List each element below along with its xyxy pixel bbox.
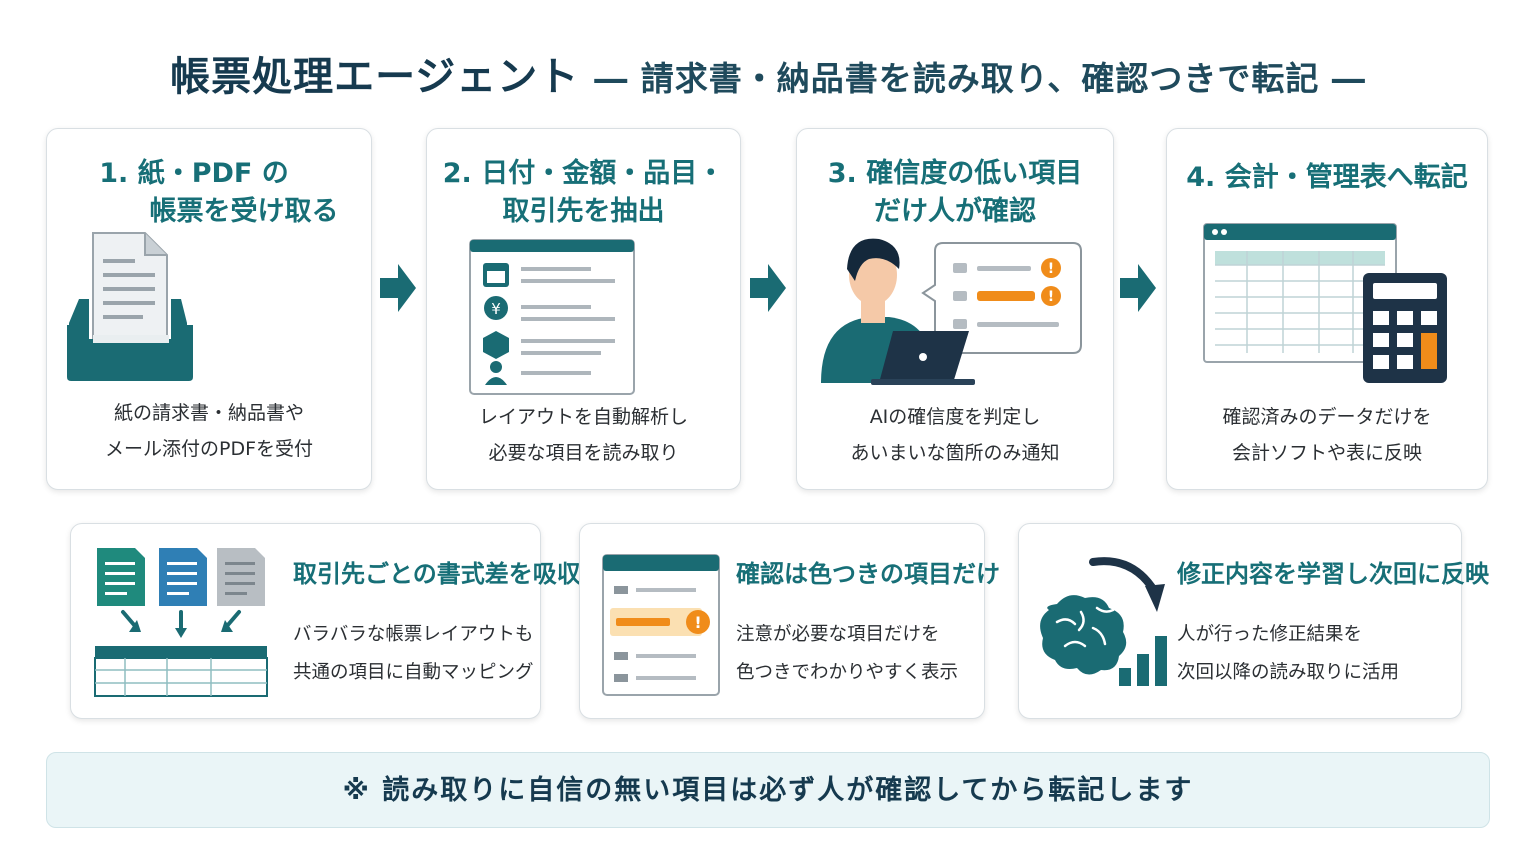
step-4-title-line1: 4. 会計・管理表へ転記 <box>1186 162 1468 193</box>
feature-3-title: 修正内容を学習し次回に反映 <box>1177 560 1489 588</box>
svg-text:¥: ¥ <box>491 300 501 318</box>
highlighted-field-icon: ! <box>602 554 720 696</box>
step-1-title-line2: 帳票を受け取る <box>149 196 339 227</box>
step-1-desc-line2: メール添付のPDFを受付 <box>104 438 314 460</box>
step-2-title-line1: 2. 日付・金額・品目・ <box>442 158 725 189</box>
feature-1-title: 取引先ごとの書式差を吸収 <box>293 560 581 588</box>
feature-2-desc-line2: 色つきでわかりやすく表示 <box>736 662 959 683</box>
step-2-desc-line1: レイアウトを自動解析し <box>478 406 688 428</box>
step-card-3: 3. 確信度の低い項目 だけ人が確認 ! ! AIの確信度を判定し あいまいな箇… <box>796 128 1114 490</box>
step-1-desc-line1: 紙の請求書・納品書や <box>113 402 304 424</box>
brain-learning-icon <box>1040 557 1167 686</box>
layout-mapping-icon <box>94 548 268 697</box>
feature-card-2: ! 確認は色つきの項目だけ 注意が必要な項目だけを 色つきでわかりやすく表示 <box>579 523 1000 719</box>
svg-text:!: ! <box>1048 289 1054 305</box>
feature-1-desc-line1: バラバラな帳票レイアウトも <box>293 624 534 645</box>
step-2-desc-line2: 必要な項目を読み取り <box>488 442 679 464</box>
step-3-desc-line2: あいまいな箇所のみ通知 <box>850 442 1060 464</box>
feature-1-desc-line2: 共通の項目に自動マッピング <box>293 662 534 683</box>
feature-3-desc-line2: 次回以降の読み取りに活用 <box>1177 662 1400 683</box>
document-tray-icon <box>67 232 193 381</box>
feature-card-3: 修正内容を学習し次回に反映 人が行った修正結果を 次回以降の読み取りに活用 <box>1018 523 1489 719</box>
spreadsheet-calculator-icon <box>1203 223 1447 383</box>
arrow-right-icon <box>380 264 416 312</box>
footer-note: ※ 読み取りに自信の無い項目は必ず人が確認してから転記します <box>46 752 1490 828</box>
person-review-icon: ! ! <box>821 238 1082 385</box>
step-2-title-line2: 取引先を抽出 <box>502 196 665 227</box>
extraction-form-icon: ¥ <box>469 239 635 395</box>
title-main: 帳票処理エージェント <box>170 54 580 100</box>
arrow-right-icon <box>750 264 786 312</box>
step-card-4: 4. 会計・管理表へ転記 確認済みのデータだけを 会計ソフトや表に反映 <box>1166 128 1488 490</box>
step-card-1: 1. 紙・PDF の 帳票を受け取る 紙の請求書・納品書や メール添付のPDFを… <box>46 128 372 490</box>
arrow-right-icon <box>1120 264 1156 312</box>
svg-text:!: ! <box>1048 261 1054 277</box>
step-4-desc-line1: 確認済みのデータだけを <box>1222 406 1432 428</box>
feature-3-desc-line1: 人が行った修正結果を <box>1177 624 1363 645</box>
step-3-title-line2: だけ人が確認 <box>874 196 1036 227</box>
feature-card-1: 取引先ごとの書式差を吸収 バラバラな帳票レイアウトも 共通の項目に自動マッピング <box>70 523 581 719</box>
svg-text:!: ! <box>694 613 701 632</box>
step-3-desc-line1: AIの確信度を判定し <box>869 406 1041 428</box>
feature-2-title: 確認は色つきの項目だけ <box>736 560 1000 588</box>
step-3-title-line1: 3. 確信度の低い項目 <box>827 158 1083 189</box>
page-title: 帳票処理エージェント ― 請求書・納品書を読み取り、確認つきで転記 ― <box>0 44 1536 102</box>
step-card-2: 2. 日付・金額・品目・ 取引先を抽出 ¥ レイアウトを自動解析し 必要な項目を… <box>426 128 741 490</box>
feature-2-desc-line1: 注意が必要な項目だけを <box>736 624 940 645</box>
title-subtitle: ― 請求書・納品書を読み取り、確認つきで転記 ― <box>594 59 1366 98</box>
step-1-title-line1: 1. 紙・PDF の <box>99 158 289 189</box>
step-4-desc-line2: 会計ソフトや表に反映 <box>1231 442 1422 464</box>
